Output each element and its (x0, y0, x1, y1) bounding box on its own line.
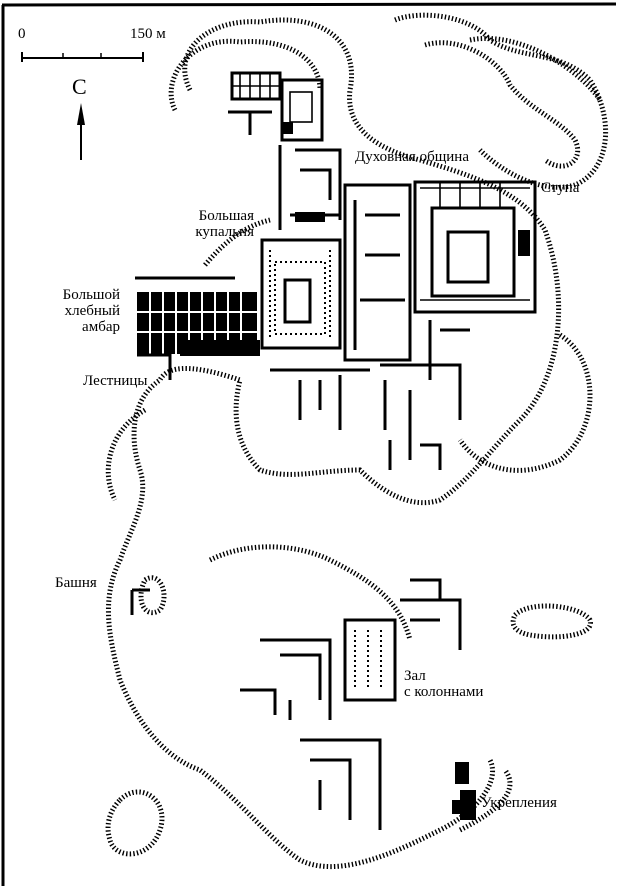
label-pillared-hall: Зал с колоннами (404, 668, 483, 700)
label-line: Большая (198, 208, 254, 224)
label-fortifications: Укрепления (481, 795, 557, 811)
label-stairs: Лестницы (83, 373, 148, 389)
label-spiritual-community: Духовная община (355, 149, 469, 165)
terrain-contours (105, 12, 609, 870)
scale-zero-label: 0 (18, 26, 26, 42)
label-granary: Большой хлебный амбар (40, 287, 120, 335)
north-label: С (72, 74, 87, 99)
label-line: хлебный (64, 303, 120, 319)
label-line: амбар (82, 319, 120, 335)
building-ruins (130, 71, 537, 830)
label-line: купальня (195, 224, 254, 240)
label-line: Большой (62, 287, 120, 303)
label-stupa: Ступа (541, 180, 580, 196)
north-arrow-icon (77, 103, 85, 160)
label-line: с колоннами (404, 684, 484, 700)
scale-max-label: 150 м (130, 26, 166, 42)
scale-bar (21, 52, 144, 62)
label-tower: Башня (55, 575, 97, 591)
label-line: Зал (404, 668, 426, 684)
label-great-bath: Большая купальня (180, 208, 254, 240)
